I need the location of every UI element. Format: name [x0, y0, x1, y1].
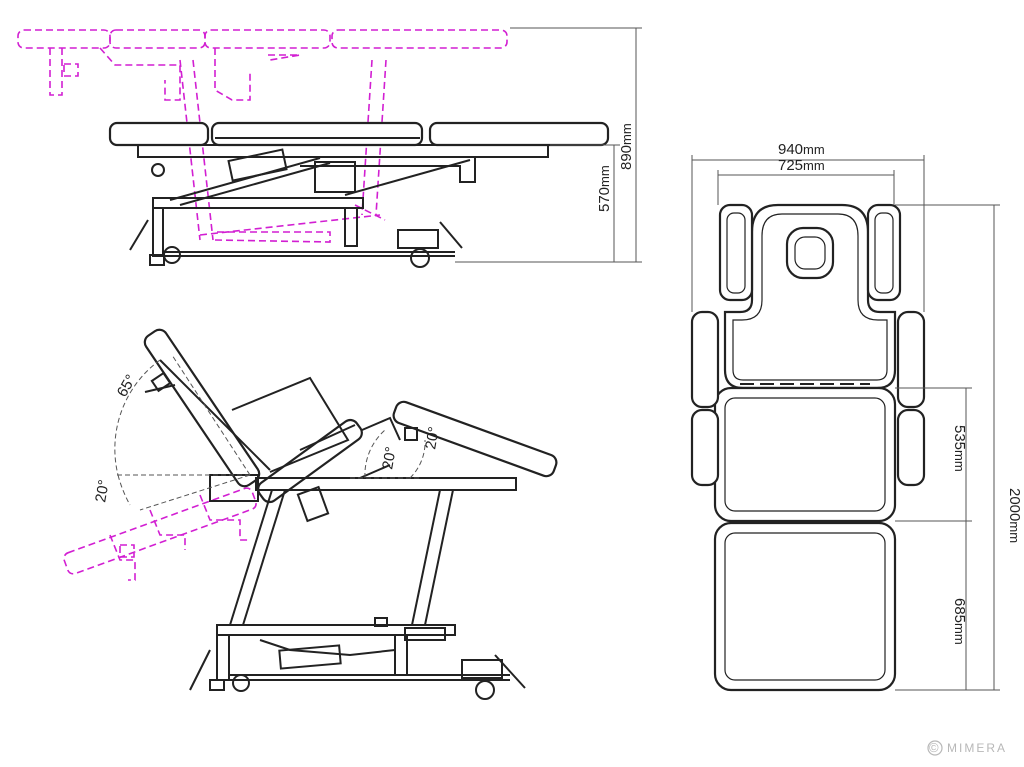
top-view: 940mm 725mm 2000mm 535mm 685mm: [690, 141, 1023, 692]
inner-width-label: 725mm: [778, 157, 825, 174]
backrest-up-angle: 65°: [114, 372, 140, 400]
tilt-view-lowered-backrest: [63, 487, 257, 581]
backrest-down-angle: 20°: [92, 478, 113, 503]
top-view-middle-section: [690, 310, 926, 523]
watermark-text: MIMERA: [947, 741, 1007, 755]
tilt-view: 65° 20° 20° 20°: [63, 328, 558, 700]
watermark: © MIMERA: [927, 740, 1007, 756]
tilt-view-backrest: [143, 328, 271, 488]
overall-width-label: 940mm: [778, 141, 825, 158]
side-view-dimensions: [455, 27, 642, 263]
top-view-head-section: [718, 203, 902, 390]
height-max-label: 890mm: [618, 123, 635, 170]
side-view: 890mm 570mm: [17, 27, 642, 268]
side-view-table: [108, 121, 610, 268]
overall-length-label: 2000mm: [1006, 488, 1023, 543]
tilt-view-base: [189, 477, 526, 700]
tilt-view-angle-guides: [114, 354, 426, 511]
leg-tilt-angle: 20°: [422, 425, 443, 450]
height-min-label: 570mm: [596, 165, 613, 212]
leg-section-label: 685mm: [951, 598, 968, 645]
top-view-leg-section: [713, 520, 897, 692]
tilt-view-seat: [209, 376, 363, 504]
top-view-dimensions: [691, 155, 1000, 691]
seat-tilt-angle: 20°: [379, 445, 400, 470]
side-view-raised-outline: [17, 29, 508, 243]
middle-section-label: 535mm: [951, 425, 968, 472]
watermark-symbol: ©: [929, 740, 939, 755]
